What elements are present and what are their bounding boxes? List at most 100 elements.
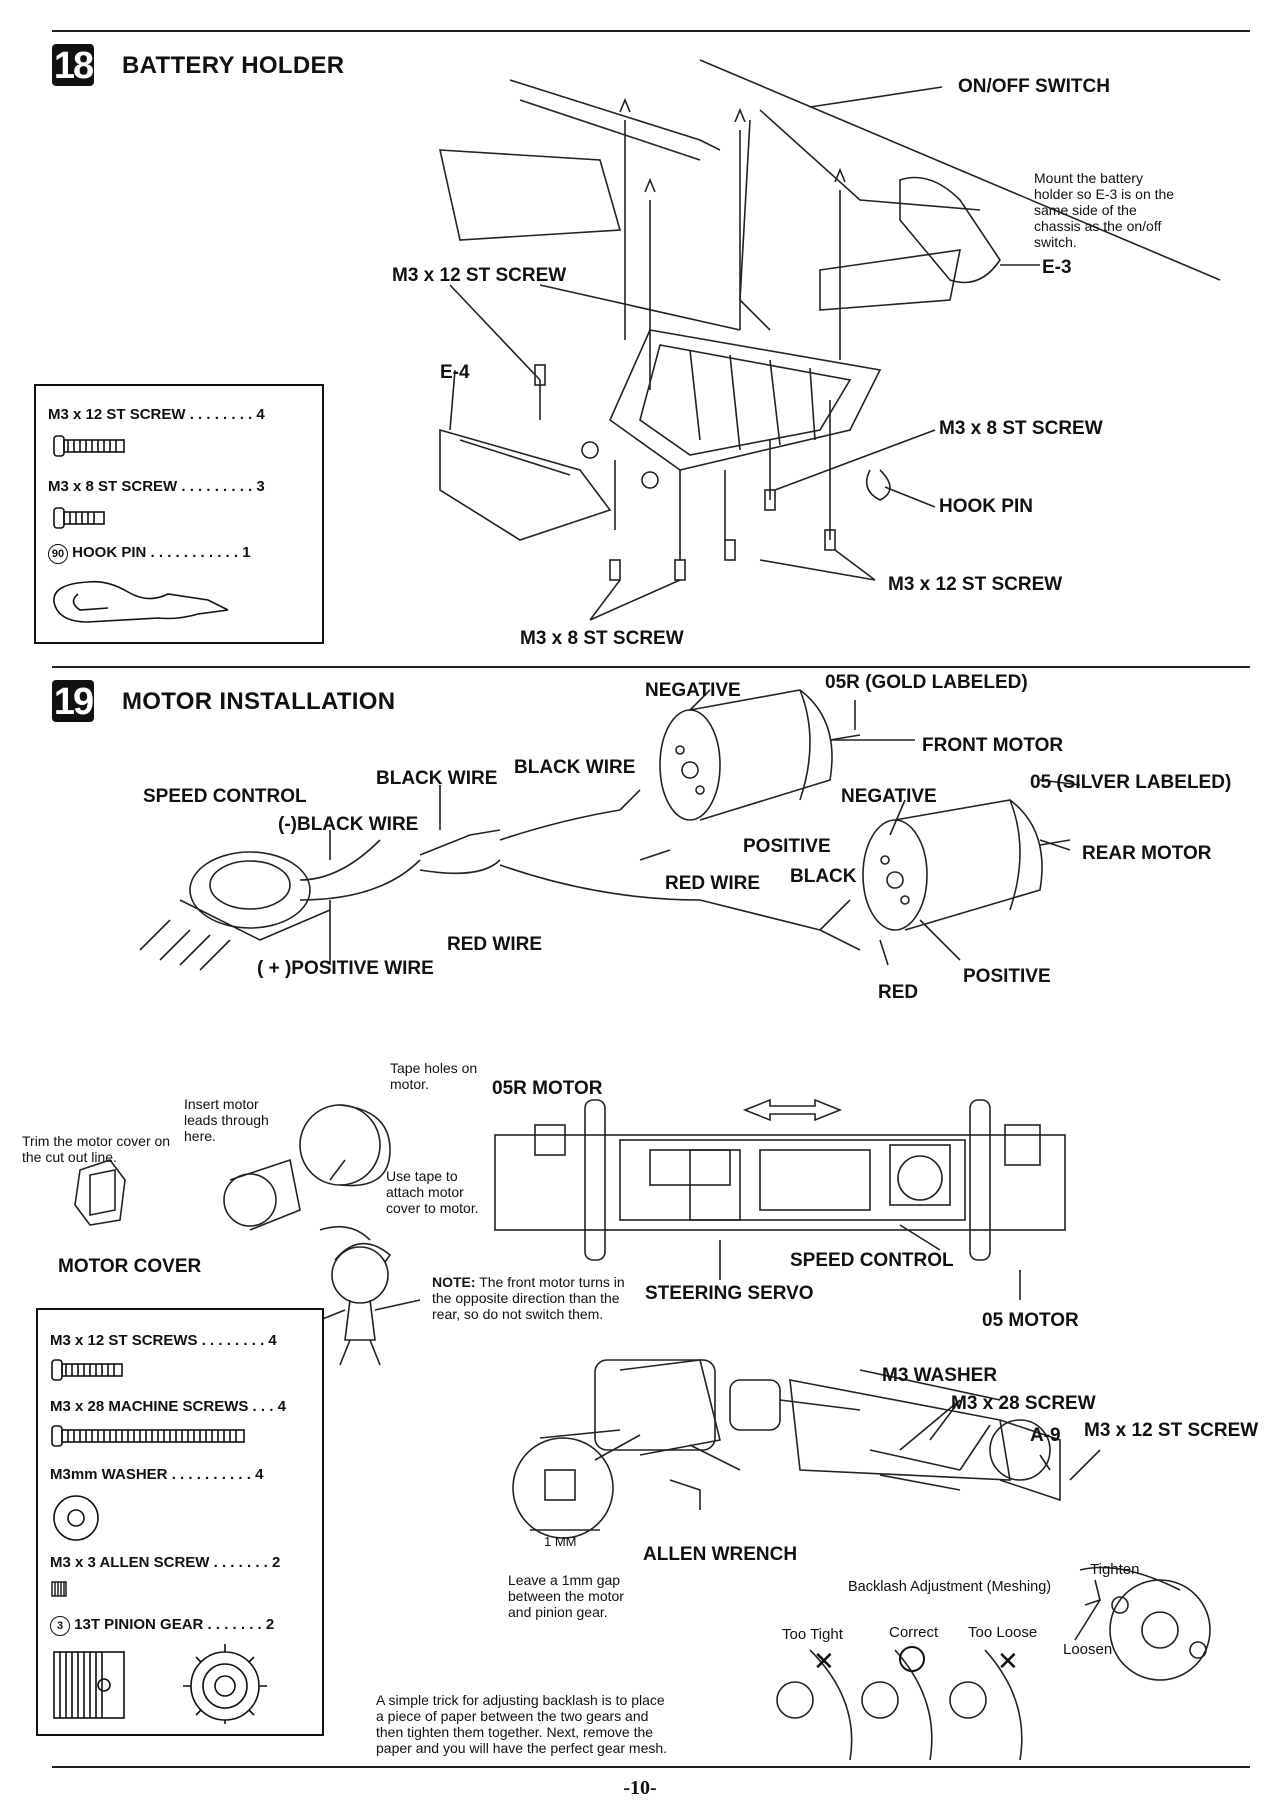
part-qty: 2 — [265, 1616, 275, 1633]
part-leader: . . . — [252, 1398, 274, 1415]
label-red: RED — [878, 982, 919, 1003]
chassis-layout-drawing — [494, 1098, 1066, 1300]
label-allen-wrench: ALLEN WRENCH — [643, 1544, 798, 1565]
bottom-rule — [52, 1766, 1250, 1768]
parts-row: M3 x 3 ALLEN SCREW . . . . . . . 2 — [50, 1554, 280, 1571]
label-positive-rear: POSITIVE — [963, 966, 1051, 987]
part-name: M3 x 8 ST SCREW — [48, 478, 178, 495]
parts-box-step-18: M3 x 12 ST SCREW . . . . . . . . 4 M3 x … — [34, 384, 324, 644]
label-positive-front: POSITIVE — [743, 836, 831, 857]
label-steering-servo: STEERING SERVO — [645, 1283, 814, 1304]
parts-row: M3 x 28 MACHINE SCREWS . . . 4 — [50, 1398, 286, 1415]
label-tighten: Tighten — [1090, 1561, 1140, 1578]
motor-cover-drawing — [74, 1104, 421, 1366]
note-body: The front motor turns in the opposite di… — [432, 1274, 625, 1322]
parts-row: M3 x 12 ST SCREWS . . . . . . . . 4 — [50, 1332, 277, 1349]
part-qty: 4 — [256, 406, 265, 423]
part-name: M3mm WASHER — [50, 1466, 168, 1483]
label-speed-control: SPEED CONTROL — [143, 786, 307, 807]
part-qty: 1 — [242, 544, 251, 561]
part-name: HOOK PIN — [72, 544, 147, 561]
label-m3x12-st-screw: M3 x 12 ST SCREW — [1084, 1420, 1259, 1441]
part-qty: 3 — [256, 478, 265, 495]
parts-box-step-19: M3 x 12 ST SCREWS . . . . . . . . 4 M3 x… — [36, 1308, 324, 1736]
part-leader: . . . . . . . . — [189, 406, 253, 423]
battery-holder-note: Mount the battery holder so E-3 is on th… — [1034, 170, 1175, 250]
label-silver-labeled: 05 (SILVER LABELED) — [1030, 772, 1232, 793]
step-19-number: 19 — [52, 680, 94, 723]
part-name: M3 x 28 MACHINE SCREWS — [50, 1398, 249, 1415]
label-correct: Correct — [889, 1624, 939, 1641]
screw-tiny-icon — [53, 507, 105, 529]
parts-row: M3 x 12 ST SCREW . . . . . . . . 4 — [48, 406, 265, 423]
part-name: 13T PINION GEAR — [74, 1616, 204, 1633]
label-positive-wire: ( + )POSITIVE WIRE — [257, 958, 434, 979]
label-on-off-switch: ON/OFF SWITCH — [958, 76, 1110, 97]
label-black-wire-a: BLACK WIRE — [376, 768, 498, 789]
part-qty: 2 — [272, 1554, 281, 1571]
section-divider — [52, 666, 1250, 668]
label-m3-washer: M3 WASHER — [882, 1365, 998, 1386]
note-gap: Leave a 1mm gap between the motor and pi… — [508, 1572, 624, 1620]
motor-wiring-drawing — [139, 689, 1081, 971]
note-backlash-trick: A simple trick for adjusting backlash is… — [376, 1692, 668, 1756]
label-black: BLACK — [790, 866, 857, 887]
label-too-tight: Too Tight — [782, 1626, 843, 1643]
label-negative-front: NEGATIVE — [645, 680, 741, 701]
label-gold-labeled: 05R (GOLD LABELED) — [825, 672, 1028, 693]
label-motor-cover: MOTOR COVER — [58, 1256, 202, 1277]
label-m3x8-screw-bottom: M3 x 8 ST SCREW — [520, 628, 684, 649]
screw-long-icon — [51, 1425, 245, 1447]
label-negative-rear: NEGATIVE — [841, 786, 937, 807]
parts-row: 90 HOOK PIN . . . . . . . . . . . 1 — [48, 544, 251, 564]
screw-short-icon — [51, 1359, 123, 1381]
part-qty: 4 — [268, 1332, 277, 1349]
note-direction: NOTE: The front motor turns in the oppos… — [432, 1274, 632, 1322]
note-lead: NOTE: — [432, 1274, 476, 1290]
label-rear-motor: REAR MOTOR — [1082, 843, 1212, 864]
battery-holder-drawing — [438, 59, 1221, 621]
motor-mount-drawing — [512, 1359, 1101, 1539]
screw-short-icon — [53, 435, 125, 457]
hook-pin-icon — [53, 580, 229, 623]
pinion-gear-icon — [53, 1644, 267, 1724]
part-leader: . . . . . . . — [213, 1554, 268, 1571]
page-number: -10- — [623, 1777, 657, 1799]
label-m3x12-screw-top: M3 x 12 ST SCREW — [392, 265, 567, 286]
label-front-motor: FRONT MOTOR — [922, 735, 1064, 756]
backlash-gears-drawing — [776, 1566, 1211, 1761]
allen-screw-icon — [51, 1581, 67, 1597]
label-m3x8-screw-right: M3 x 8 ST SCREW — [939, 418, 1103, 439]
part-name: M3 x 12 ST SCREW — [48, 406, 186, 423]
label-speed-control-chassis: SPEED CONTROL — [790, 1250, 954, 1271]
step-18-title: BATTERY HOLDER — [122, 52, 345, 79]
label-black-wire-b: BLACK WIRE — [514, 757, 636, 778]
circle-mark-icon — [899, 1646, 925, 1672]
part-leader: . . . . . . . . . . . — [150, 544, 239, 561]
part-leader: . . . . . . . — [207, 1616, 262, 1633]
label-red-wire-a: RED WIRE — [665, 873, 760, 894]
x-mark-icon: ✕ — [997, 1646, 1019, 1676]
label-m3x12-screw-bottom: M3 x 12 ST SCREW — [888, 574, 1063, 595]
x-mark-icon: ✕ — [813, 1646, 835, 1676]
label-red-wire-b: RED WIRE — [447, 934, 542, 955]
label-loosen: Loosen — [1063, 1641, 1113, 1658]
note-tape-holes: Tape holes on motor. — [390, 1060, 478, 1092]
parts-row: M3mm WASHER . . . . . . . . . . 4 — [50, 1466, 263, 1483]
step-19-title: MOTOR INSTALLATION — [122, 688, 396, 715]
label-a9: A-9 — [1030, 1425, 1061, 1446]
part-leader: . . . . . . . . — [201, 1332, 265, 1349]
label-negative-black-wire: (-)BLACK WIRE — [278, 814, 419, 835]
part-leader: . . . . . . . . . — [181, 478, 253, 495]
label-05-motor: 05 MOTOR — [982, 1310, 1079, 1331]
parts-row: 3 13T PINION GEAR . . . . . . . 2 — [50, 1616, 274, 1636]
label-e4: E-4 — [440, 362, 470, 383]
label-1mm: 1 MM — [544, 1534, 577, 1549]
label-e3: E-3 — [1042, 257, 1072, 278]
part-name: M3 x 3 ALLEN SCREW — [50, 1554, 210, 1571]
washer-icon — [53, 1495, 99, 1541]
part-qty: 4 — [255, 1466, 264, 1483]
label-hook-pin: HOOK PIN — [939, 496, 1033, 517]
parts-row: M3 x 8 ST SCREW . . . . . . . . . 3 — [48, 478, 265, 495]
